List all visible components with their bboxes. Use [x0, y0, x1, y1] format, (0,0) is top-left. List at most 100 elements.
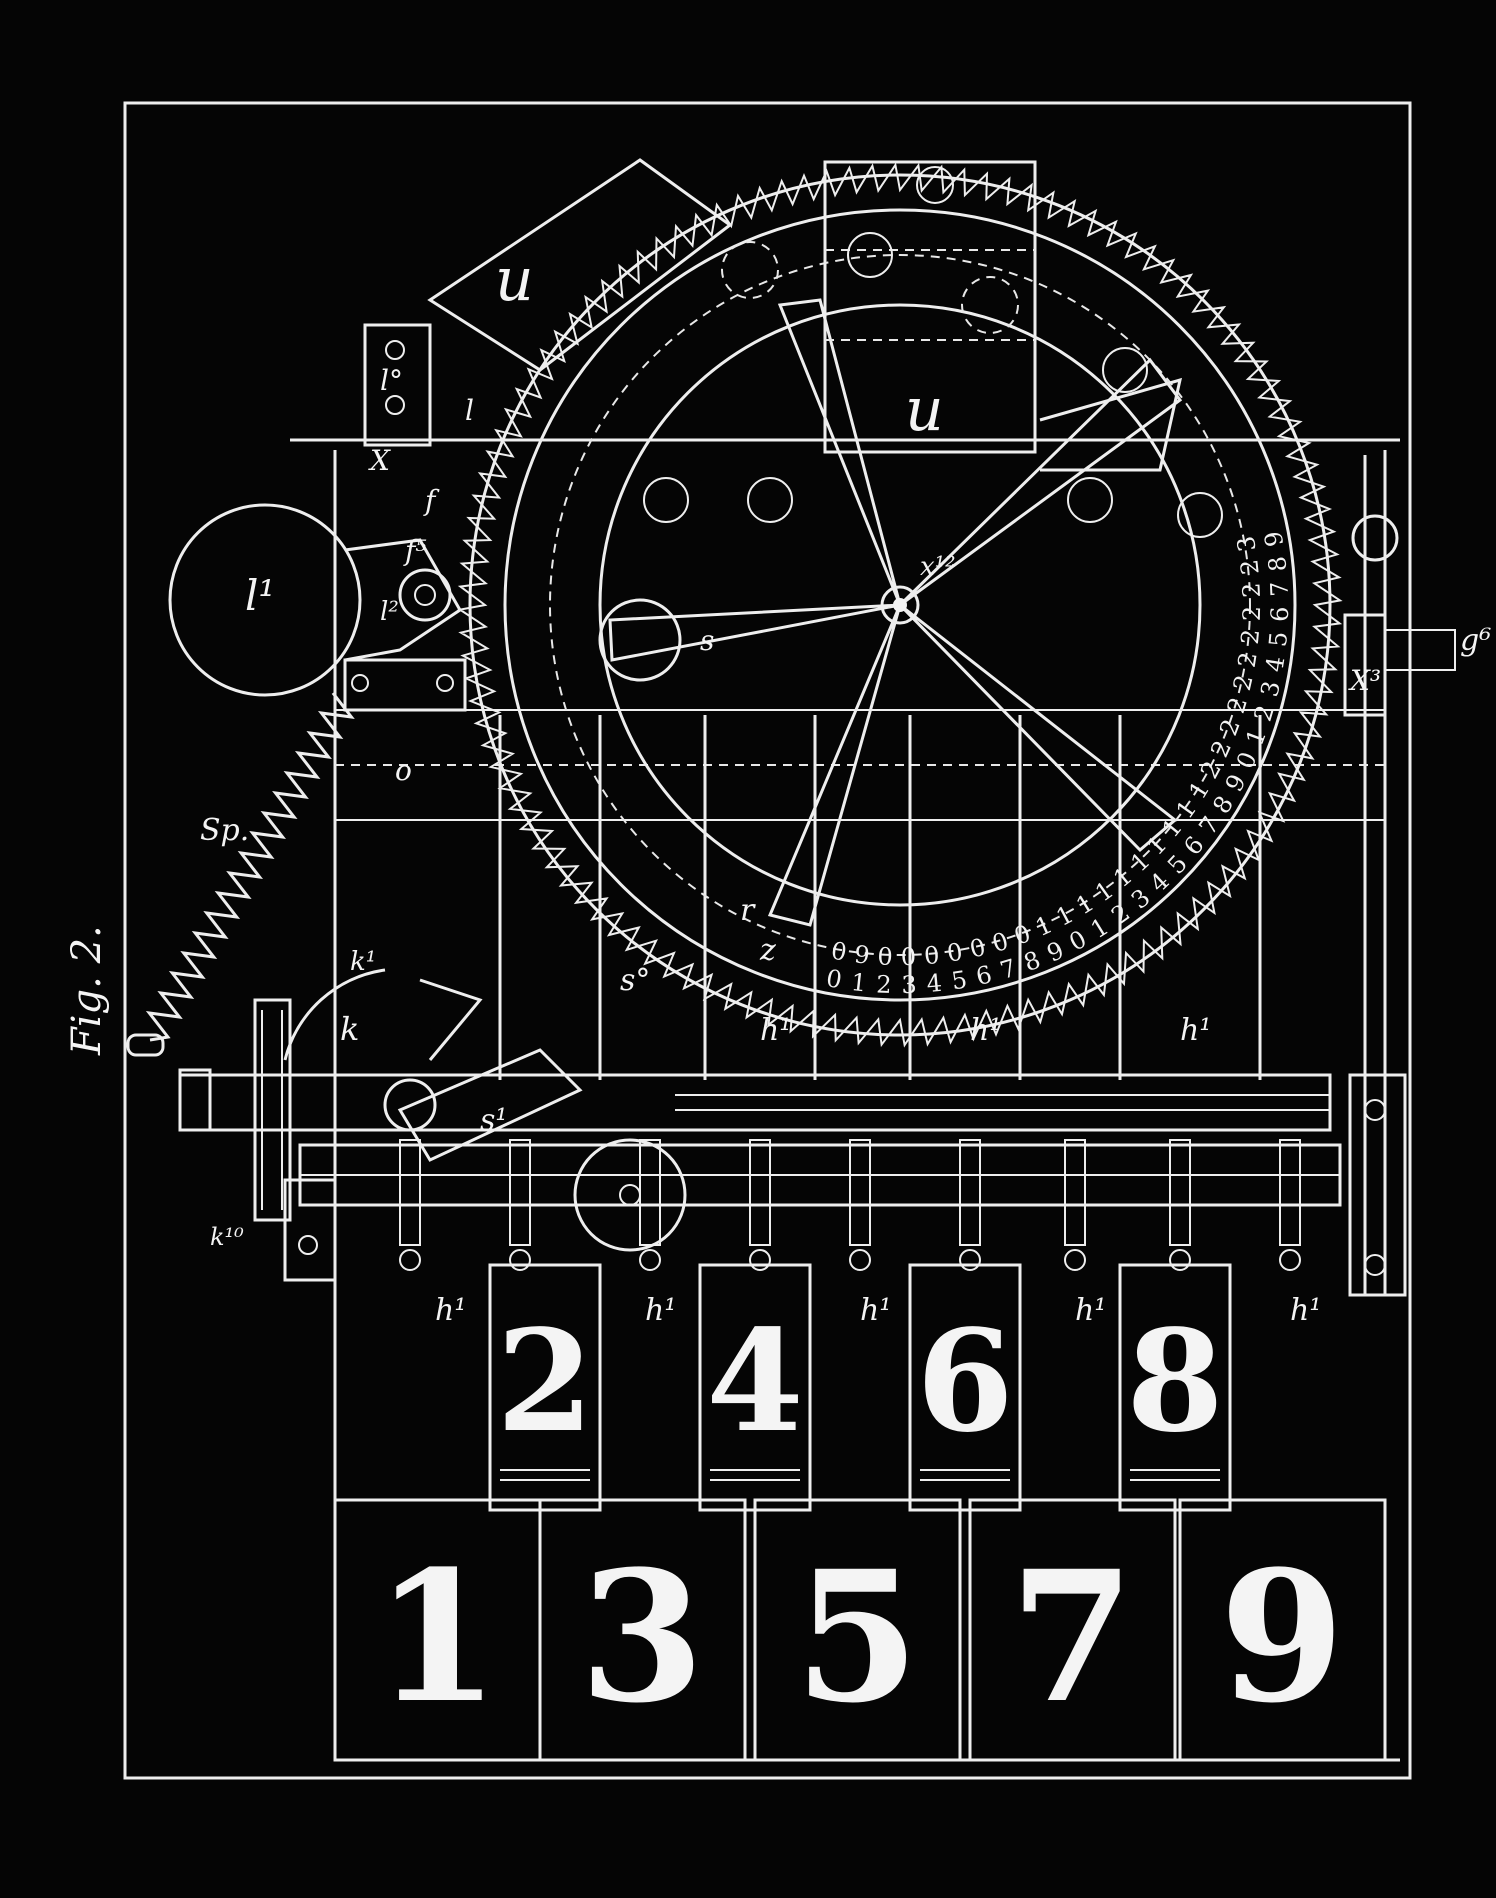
- pin: [1064, 1139, 1086, 1246]
- key-label: 9: [1219, 1532, 1344, 1743]
- pin: [1169, 1139, 1191, 1246]
- dial-digit: 0: [901, 943, 917, 971]
- label-s2: s: [700, 624, 714, 657]
- key-9[interactable]: 9: [1178, 1498, 1387, 1762]
- key-label: 5: [794, 1532, 919, 1743]
- ratchet-teeth: [457, 162, 1343, 1048]
- counter-circles: [598, 166, 1223, 682]
- key-3[interactable]: 3: [538, 1498, 747, 1762]
- label-X3: X³: [1348, 664, 1381, 697]
- label-u2: u: [905, 375, 944, 445]
- key-label: 7: [1009, 1532, 1134, 1743]
- gear-k: [253, 968, 386, 1222]
- label-z: z: [759, 933, 776, 968]
- label-l3: l°: [380, 364, 403, 397]
- dial-digit: 0: [824, 964, 844, 994]
- label-r: r: [740, 893, 756, 928]
- label-h1-e: h¹: [1290, 1293, 1321, 1328]
- label-h1-a: h¹: [435, 1293, 466, 1328]
- label-s0: s°: [620, 963, 650, 998]
- label-h1-f: h¹: [760, 1013, 791, 1048]
- key-label: 1: [374, 1532, 499, 1743]
- dial-digit: 0: [923, 941, 941, 970]
- label-f: f: [423, 484, 440, 517]
- pin-head: [399, 1249, 421, 1271]
- lever-l1: [168, 503, 467, 712]
- label-h1-d: h¹: [1075, 1293, 1106, 1328]
- dial-digit: 2: [1238, 606, 1266, 622]
- pin: [1279, 1139, 1301, 1246]
- key-1[interactable]: 1: [333, 1498, 542, 1762]
- dial-digit: 8: [1263, 555, 1292, 573]
- pin: [849, 1139, 871, 1246]
- dial-digit: 7: [997, 954, 1020, 985]
- dial-digit: 2: [1237, 582, 1266, 598]
- dial-digit: 2: [1235, 558, 1264, 576]
- main-shaft: [178, 978, 1342, 1271]
- key-7[interactable]: 7: [968, 1498, 1177, 1762]
- label-k1: k¹: [350, 947, 376, 977]
- label-h1-b: h¹: [645, 1293, 676, 1328]
- dial-digit: 6: [1266, 606, 1294, 622]
- dial-digit: 2: [1233, 650, 1263, 669]
- label-o: o: [395, 754, 412, 787]
- pin-head: [849, 1249, 871, 1271]
- label-x12: x¹²: [920, 552, 956, 582]
- dial-digit: 1: [1241, 725, 1273, 749]
- dial-digit: 0: [989, 927, 1012, 958]
- dial-digit: 9: [853, 940, 871, 969]
- figure-caption: Fig. 2.: [64, 925, 110, 1056]
- reference-labels: l¹ l² l° l u u X X³ f f⁵ Sp. o s° s¹ s k…: [200, 245, 1491, 1328]
- dial-digit: 2: [876, 970, 892, 999]
- label-h1-g: h¹: [970, 1013, 1001, 1048]
- spring: [126, 692, 355, 1057]
- dial-digit: 6: [973, 960, 994, 991]
- pin-head: [1279, 1249, 1301, 1271]
- pin-head: [749, 1249, 771, 1271]
- label-s1: s¹: [480, 1103, 507, 1138]
- outer-frame: [123, 101, 1412, 1780]
- key-4[interactable]: 4: [698, 1263, 812, 1512]
- key-6[interactable]: 6: [908, 1263, 1022, 1512]
- key-label: 2: [496, 1300, 593, 1464]
- dial-digit: 1: [850, 968, 868, 997]
- pin: [639, 1139, 661, 1246]
- label-k10: k¹⁰: [210, 1223, 244, 1251]
- label-k: k: [340, 1010, 359, 1048]
- key-2[interactable]: 2: [488, 1263, 602, 1512]
- key-label: 8: [1126, 1300, 1223, 1464]
- key-5[interactable]: 5: [753, 1498, 962, 1762]
- label-l2: l²: [380, 597, 399, 627]
- dial-digit: 2: [1236, 628, 1265, 646]
- dial-digit: 0: [945, 938, 964, 968]
- label-h1-c: h¹: [860, 1293, 891, 1328]
- dial-digit: 5: [1264, 630, 1293, 648]
- dial-digit: 9: [1043, 936, 1068, 968]
- dial-digit: 3: [1232, 534, 1262, 554]
- dial-digit: 8: [1020, 946, 1044, 978]
- key-label: 3: [579, 1532, 704, 1743]
- key-8[interactable]: 8: [1118, 1263, 1232, 1512]
- dial-digit: 0: [1231, 748, 1263, 773]
- dial-digit: 2: [1228, 672, 1259, 693]
- dial-digit: 7: [1265, 581, 1294, 597]
- label-Sp: Sp.: [200, 813, 249, 848]
- pin: [399, 1139, 421, 1246]
- label-f5: f⁵: [403, 534, 427, 567]
- label-h1-h: h¹: [1180, 1013, 1211, 1048]
- dial-digit: 2: [1249, 702, 1280, 725]
- dial-digit: 0: [829, 937, 849, 967]
- label-u1: u: [495, 245, 534, 315]
- dial-digit: 4: [1260, 655, 1290, 674]
- ratchet-wheel: [457, 162, 1343, 1048]
- key-label: 4: [706, 1300, 803, 1464]
- label-l1: l¹: [245, 571, 275, 620]
- pin-head: [509, 1249, 531, 1271]
- dial-digit: 9: [1259, 529, 1289, 549]
- label-l4: l: [465, 394, 474, 427]
- dial-digit: 0: [877, 942, 893, 971]
- pin: [509, 1139, 531, 1246]
